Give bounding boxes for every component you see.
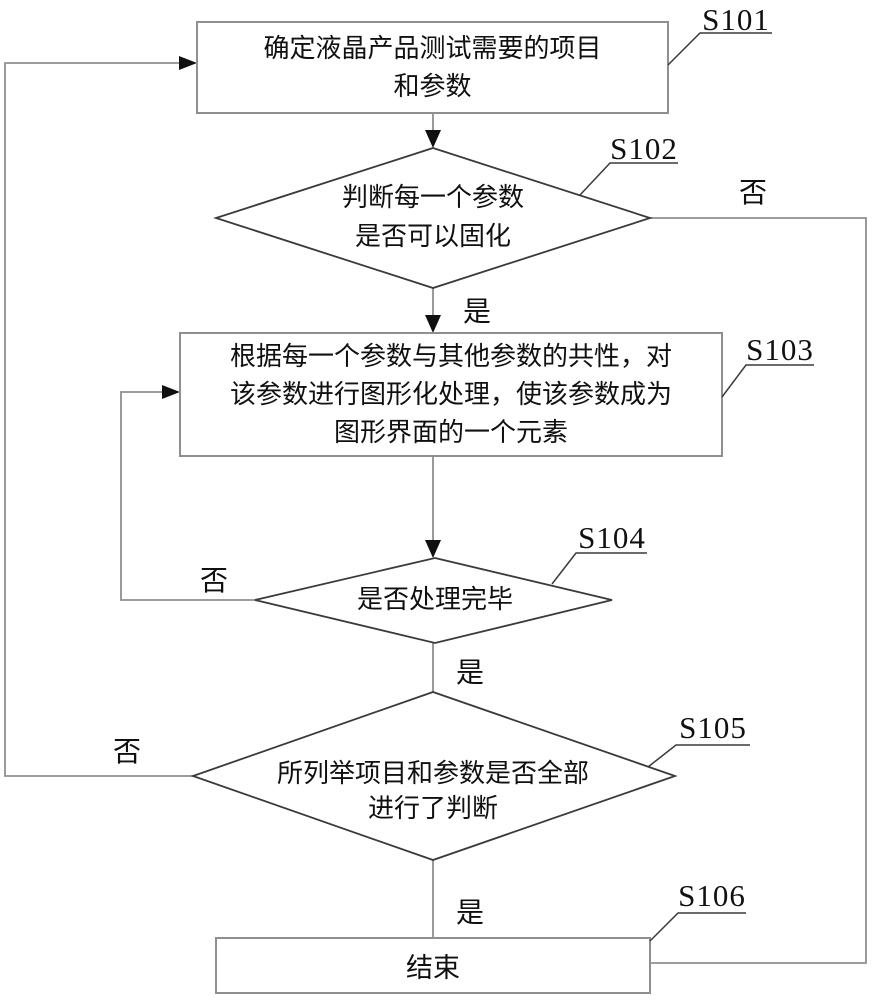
- leader-s104: [551, 552, 647, 585]
- s101-line1: 确定液晶产品测试需要的项目: [263, 33, 602, 64]
- leader-s101: [667, 32, 772, 66]
- s106-box: [215, 937, 651, 994]
- leader-s106: [649, 912, 746, 942]
- step-label-s102: S102: [610, 131, 678, 166]
- s101-node-text: 确定液晶产品测试需要的项目 和参数: [197, 23, 668, 112]
- s101-box: [196, 21, 669, 114]
- s105-line2: 进行了判断: [367, 794, 498, 824]
- arrowhead-into-s103-left: [162, 385, 180, 399]
- loop-line-s105-no: [4, 62, 195, 777]
- arrowhead-into-s102: [425, 130, 441, 148]
- s103-line1: 根据每一个参数与其他参数的共性，对: [229, 341, 672, 372]
- leader-s103: [721, 364, 814, 398]
- branch-label-s104-yes: 是: [455, 656, 484, 689]
- leader-s105: [647, 744, 750, 768]
- s105-diamond: [190, 691, 678, 861]
- branch-label-s105-no: 否: [112, 735, 141, 768]
- s105-line1: 所列举项目和参数是否全部: [276, 759, 589, 789]
- arrowhead-into-s104: [425, 540, 441, 558]
- leader-s102: [579, 162, 678, 196]
- s103-line3: 图形界面的一个元素: [333, 417, 568, 448]
- arrowhead-into-s101-left: [179, 56, 197, 70]
- s104-line1: 是否处理完毕: [356, 585, 513, 615]
- branch-label-s105-yes: 是: [455, 896, 484, 929]
- step-label-s103: S103: [746, 332, 814, 367]
- loop-line-s104-no: [120, 391, 255, 601]
- step-label-s104: S104: [578, 520, 646, 555]
- s101-line2: 和参数: [393, 71, 472, 102]
- s106-line1: 结束: [406, 953, 460, 984]
- branch-label-s102-yes: 是: [462, 295, 491, 328]
- s106-node-text: 结束: [217, 939, 649, 992]
- s104-diamond: [254, 557, 613, 644]
- s103-line2: 该参数进行图形化处理，使该参数成为: [229, 379, 672, 410]
- s104-node-text: 是否处理完毕: [255, 586, 615, 615]
- s105-node-text: 所列举项目和参数是否全部 进行了判断: [233, 757, 633, 827]
- branch-line-s102-no: [650, 217, 867, 964]
- step-label-s105: S105: [679, 710, 747, 745]
- s102-node-text: 判断每一个参数 是否可以固化: [233, 179, 633, 257]
- branch-label-s104-no: 否: [199, 564, 228, 597]
- s102-line2: 是否可以固化: [354, 222, 511, 252]
- s102-line1: 判断每一个参数: [341, 183, 524, 213]
- s102-diamond: [213, 147, 653, 289]
- s103-box: [179, 332, 723, 457]
- step-label-s106: S106: [678, 878, 746, 913]
- branch-label-s102-no: 否: [738, 176, 767, 209]
- arrowhead-into-s103-top: [425, 315, 441, 333]
- s103-node-text: 根据每一个参数与其他参数的共性，对 该参数进行图形化处理，使该参数成为 图形界面…: [181, 334, 721, 455]
- step-label-s101: S101: [702, 2, 770, 37]
